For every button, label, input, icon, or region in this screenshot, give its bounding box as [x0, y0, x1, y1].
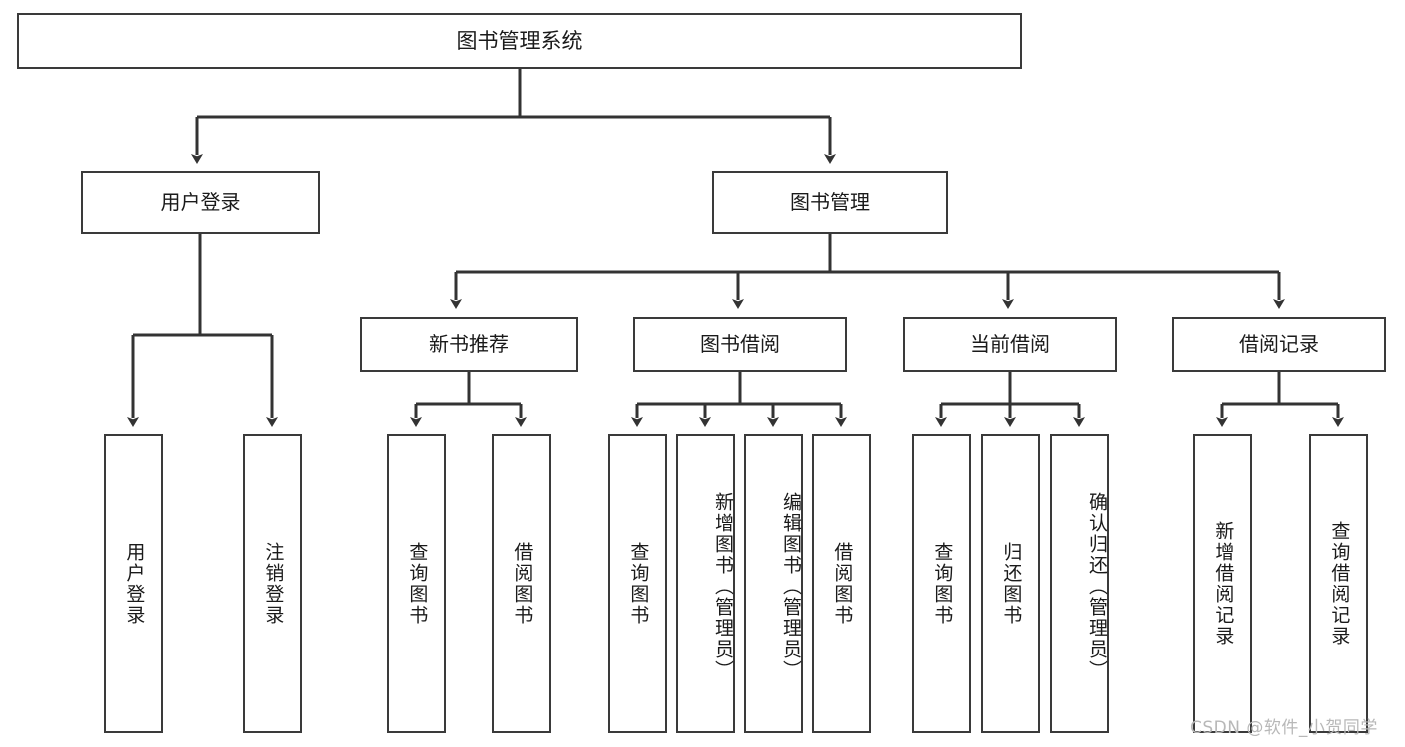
leaf-label: 查询图书 — [627, 541, 650, 626]
leaf-current-borrow-query[interactable]: 查询图书 — [912, 434, 971, 733]
leaf-current-borrow-confirm-return[interactable]: 确认归还（管理员） — [1050, 434, 1109, 733]
node-current-borrow[interactable]: 当前借阅 — [903, 317, 1117, 372]
node-borrow-record[interactable]: 借阅记录 — [1172, 317, 1386, 372]
leaf-label: 查询图书 — [406, 541, 429, 626]
leaf-borrow-record-query[interactable]: 查询借阅记录 — [1309, 434, 1368, 733]
leaf-book-borrow-add[interactable]: 新增图书（管理员） — [676, 434, 735, 733]
leaf-label: 新增图书（管理员） — [712, 492, 734, 681]
leaf-label: 借阅图书 — [511, 541, 534, 626]
leaf-book-borrow-query[interactable]: 查询图书 — [608, 434, 667, 733]
leaf-borrow-record-add[interactable]: 新增借阅记录 — [1193, 434, 1252, 733]
node-user-login[interactable]: 用户登录 — [81, 171, 320, 234]
leaf-label: 用户登录 — [123, 541, 146, 626]
node-book-management[interactable]: 图书管理 — [712, 171, 948, 234]
node-label: 借阅记录 — [1239, 332, 1319, 356]
leaf-label: 确认归还（管理员） — [1086, 492, 1108, 681]
leaf-label: 编辑图书（管理员） — [780, 492, 802, 681]
leaf-label: 借阅图书 — [831, 541, 854, 626]
leaf-new-book-borrow[interactable]: 借阅图书 — [492, 434, 551, 733]
leaf-label: 注销登录 — [262, 541, 285, 626]
node-label: 当前借阅 — [970, 332, 1050, 356]
node-root-system[interactable]: 图书管理系统 — [17, 13, 1022, 69]
leaf-label: 新增借阅记录 — [1212, 520, 1235, 647]
node-label: 图书管理 — [790, 190, 870, 214]
leaf-label: 归还图书 — [1000, 541, 1023, 626]
node-label: 图书管理系统 — [456, 28, 583, 53]
leaf-label: 查询借阅记录 — [1328, 520, 1351, 647]
leaf-book-borrow-edit[interactable]: 编辑图书（管理员） — [744, 434, 803, 733]
leaf-user-login-login[interactable]: 用户登录 — [104, 434, 163, 733]
node-label: 图书借阅 — [700, 332, 780, 356]
leaf-new-book-query[interactable]: 查询图书 — [387, 434, 446, 733]
leaf-user-login-logout[interactable]: 注销登录 — [243, 434, 302, 733]
node-book-borrow[interactable]: 图书借阅 — [633, 317, 847, 372]
leaf-book-borrow-borrow[interactable]: 借阅图书 — [812, 434, 871, 733]
leaf-current-borrow-return[interactable]: 归还图书 — [981, 434, 1040, 733]
node-label: 用户登录 — [160, 190, 241, 214]
leaf-label: 查询图书 — [931, 541, 954, 626]
node-new-book-recommend[interactable]: 新书推荐 — [360, 317, 578, 372]
node-label: 新书推荐 — [429, 332, 509, 356]
watermark-text: CSDN @软件_小贺同学 — [1190, 718, 1378, 738]
